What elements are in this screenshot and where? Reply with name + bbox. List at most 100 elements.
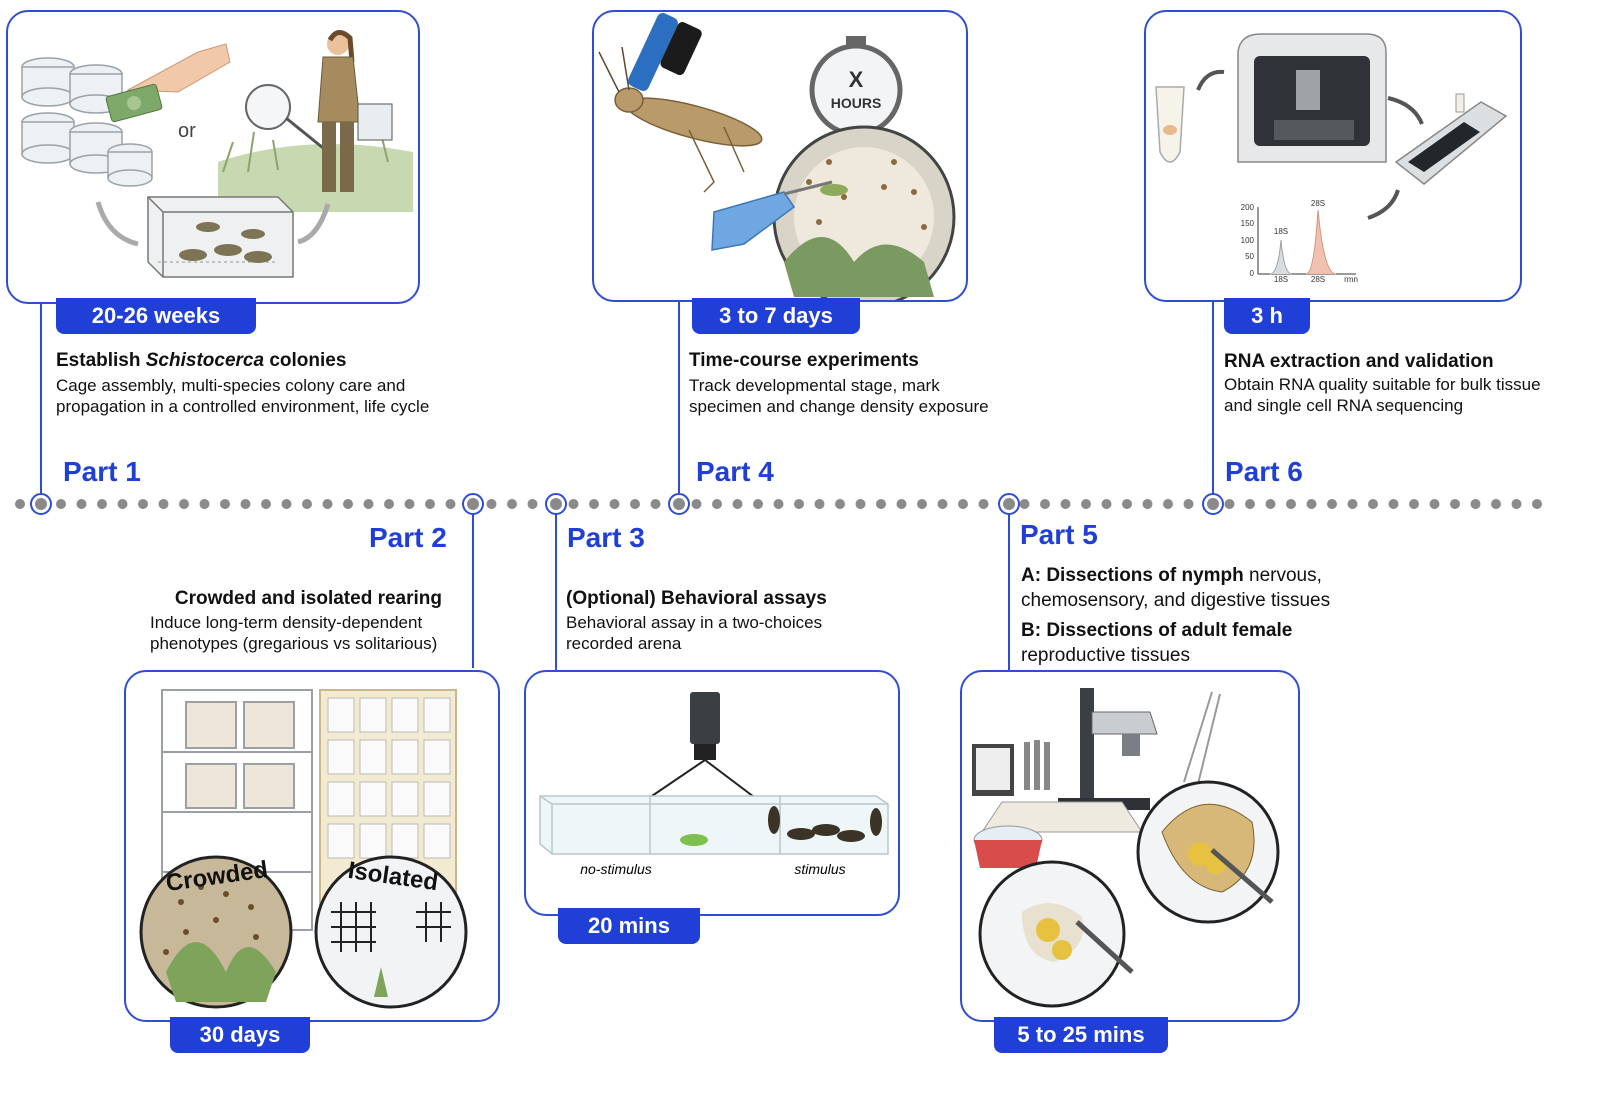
tube-icon bbox=[1155, 86, 1185, 163]
part6-description: Obtain RNA quality suitable for bulk tis… bbox=[1224, 375, 1541, 415]
timeline-dot bbox=[363, 499, 374, 509]
timeline-dot bbox=[732, 499, 743, 509]
timeline-dot bbox=[1429, 499, 1440, 509]
x-tick: rmn bbox=[1344, 275, 1358, 284]
money-hand-icon bbox=[105, 43, 231, 123]
y-tick: 200 bbox=[1241, 203, 1255, 212]
timeline-dot bbox=[1491, 499, 1501, 509]
timeline-dot bbox=[876, 499, 886, 509]
part1-illustration: or bbox=[21, 30, 413, 278]
y-tick: 50 bbox=[1245, 252, 1254, 261]
part5-line-b-bold: B: Dissections of adult female bbox=[1021, 620, 1293, 641]
timeline-dot bbox=[1286, 499, 1296, 509]
timeline-dot bbox=[322, 499, 333, 509]
timeline-dot bbox=[302, 499, 312, 509]
part1-label: Part 1 bbox=[63, 456, 141, 487]
timeline-dot bbox=[958, 499, 968, 509]
part3-title: (Optional) Behavioral assays bbox=[566, 588, 827, 609]
timeline-dot bbox=[158, 499, 169, 509]
part5-label: Part 5 bbox=[1020, 519, 1098, 550]
rna-trace-plot: 200 150 100 50 0 18S 28S 18S 28S rmn bbox=[1241, 199, 1358, 284]
timeline-dot bbox=[527, 499, 538, 509]
timeline-dot bbox=[15, 499, 25, 509]
timeline-dot bbox=[1224, 499, 1235, 509]
or-text: or bbox=[178, 120, 196, 142]
timeline-dot bbox=[1306, 499, 1317, 509]
microscope-icon bbox=[1058, 688, 1158, 810]
timeline-dot bbox=[1409, 499, 1419, 509]
pipettes-icon bbox=[1024, 740, 1050, 790]
peak-18s bbox=[1269, 239, 1293, 275]
part1-card: or bbox=[6, 10, 420, 304]
clock-icon: X HOURS bbox=[809, 36, 903, 137]
crowded-circle-icon: Crowded bbox=[139, 855, 293, 1009]
timeline-dot bbox=[1450, 499, 1460, 509]
x-tick: 28S bbox=[1311, 275, 1325, 284]
part4-card: X HOURS bbox=[592, 10, 968, 302]
timeline-dot bbox=[1122, 499, 1132, 509]
timeline-dot bbox=[343, 499, 353, 509]
part2-title: Crowded and isolated rearing bbox=[174, 588, 442, 609]
timeline-dot bbox=[261, 499, 271, 509]
timeline-dot bbox=[1245, 499, 1255, 509]
timeline-dot bbox=[179, 499, 189, 509]
connector-part5 bbox=[1008, 513, 1010, 671]
timeline-dot bbox=[691, 499, 702, 509]
connector-part3 bbox=[555, 513, 557, 671]
part3-card: no-stimulus stimulus bbox=[524, 670, 900, 916]
part4-title: Time-course experiments bbox=[689, 350, 919, 371]
timeline-dot bbox=[1470, 499, 1481, 509]
timeline-dot bbox=[773, 499, 784, 509]
no-stimulus-label: no-stimulus bbox=[580, 861, 652, 877]
peak-label: 18S bbox=[1274, 227, 1288, 236]
part5-card bbox=[960, 670, 1300, 1022]
part6-duration: 3 h bbox=[1224, 298, 1310, 334]
field-collector-icon bbox=[218, 30, 413, 212]
timeline-dot bbox=[753, 499, 763, 509]
timeline-dot bbox=[1019, 499, 1030, 509]
connector-part6 bbox=[1212, 300, 1214, 495]
timeline-dot bbox=[486, 499, 497, 509]
part3-duration: 20 mins bbox=[558, 908, 700, 944]
camera-view-lines bbox=[645, 759, 759, 801]
timeline-dot bbox=[1347, 499, 1358, 509]
timeline-dot bbox=[1040, 499, 1050, 509]
timeline-dot bbox=[240, 499, 251, 509]
timeline-dot bbox=[404, 499, 415, 509]
arrow-icon-3 bbox=[1367, 189, 1400, 220]
arrow-right-icon bbox=[297, 203, 331, 245]
crowd-locusts-icon bbox=[768, 806, 882, 842]
timeline-dot bbox=[1265, 499, 1276, 509]
timeline-dot bbox=[1101, 499, 1112, 509]
part5-description: A: Dissections of nymph nervous, chemose… bbox=[1021, 565, 1331, 666]
timeline-dot bbox=[917, 499, 927, 509]
part4-illustration: X HOURS bbox=[598, 13, 956, 300]
arrow-left-icon bbox=[95, 201, 139, 247]
timeline-dot bbox=[1060, 499, 1071, 509]
gloved-hand-icon bbox=[711, 180, 848, 251]
part6-label: Part 6 bbox=[1225, 456, 1303, 487]
x-tick: 18S bbox=[1274, 275, 1288, 284]
timeline-dot bbox=[117, 499, 128, 509]
y-tick: 150 bbox=[1241, 219, 1255, 228]
part3-illustration: no-stimulus stimulus bbox=[539, 692, 889, 877]
timeline-dot bbox=[220, 499, 230, 509]
extraction-robot-icon bbox=[1237, 33, 1387, 163]
isolated-circle-icon: Isolated bbox=[314, 855, 468, 1009]
timeline-dot bbox=[445, 499, 456, 509]
connector-part2 bbox=[472, 513, 474, 668]
arena-icon bbox=[539, 795, 889, 855]
timeline-dot bbox=[1163, 499, 1173, 509]
timeline-dot bbox=[1532, 499, 1542, 509]
timeline-dot bbox=[1327, 499, 1337, 509]
part3-label: Part 3 bbox=[567, 522, 645, 553]
timeline-dot bbox=[1142, 499, 1153, 509]
monitor-icon bbox=[972, 744, 1014, 796]
y-tick: 0 bbox=[1250, 269, 1255, 278]
adult-dissection-icon bbox=[1136, 780, 1280, 924]
part5-line-a-bold: A: Dissections of nymph bbox=[1021, 565, 1244, 586]
arrow-icon bbox=[1196, 69, 1225, 91]
connector-part1 bbox=[40, 300, 42, 495]
